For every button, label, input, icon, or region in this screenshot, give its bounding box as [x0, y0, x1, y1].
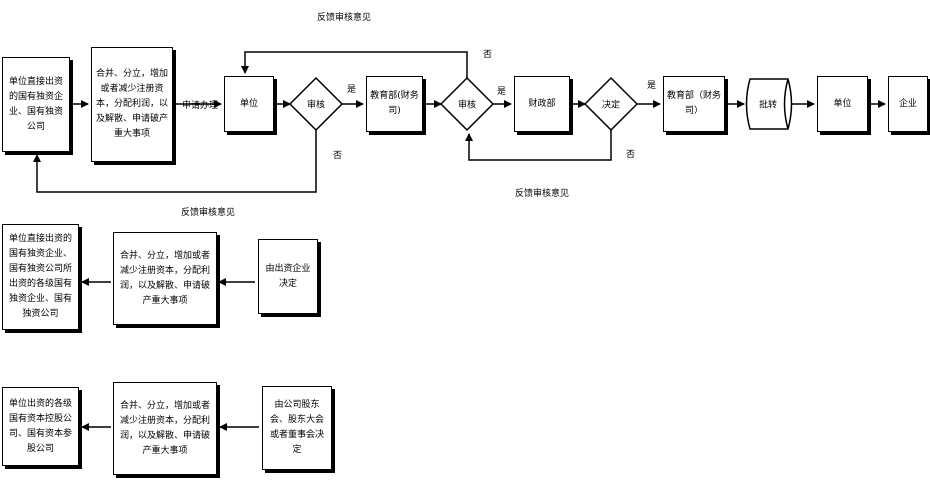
unit2-box: 单位 [817, 76, 868, 132]
feedback-left-label: 反馈审核意见 [181, 208, 236, 218]
moe1-box: 教育部(财务司) [366, 76, 423, 132]
row1-source-box: 单位直接出资的国有独资企业、国有独资公司 [2, 57, 70, 152]
enterprise-box: 企业 [888, 76, 928, 132]
feedback-top-loop [241, 51, 468, 78]
row2-source-box: 单位直接出资的国有独资企业、国有独资公司所出资的各级国有独资企业、国有独资公司 [2, 224, 79, 330]
approval-label: 批转 [758, 100, 778, 111]
moe2-box: 教育部（财务司） [663, 76, 725, 132]
row2-decision-box: 由出资企业决定 [258, 239, 318, 314]
yes3-label: 是 [647, 81, 657, 91]
row1-matters-box: 合并、分立，增加或者减少注册资本，分配利润，以及解散、申请破产重大事项 [91, 47, 173, 162]
apply-label: 申请办理 [182, 101, 219, 111]
yes2-label: 是 [497, 87, 507, 97]
no2-label: 否 [483, 50, 493, 60]
feedback-left-loop [33, 130, 317, 193]
finance-box: 财政部 [514, 76, 570, 132]
feedback-top-label: 反馈审核意见 [317, 13, 372, 23]
unit-box: 单位 [224, 76, 274, 132]
feedback-mid-label: 反馈审核意见 [515, 189, 570, 199]
review2-diamond [439, 76, 495, 132]
row3-decision-box: 由公司股东会、股东大会或者董事会决定 [262, 386, 332, 470]
yes1-label: 是 [347, 85, 357, 95]
no1-label: 否 [333, 151, 343, 161]
row3-matters-box: 合并、分立，增加或者减少注册资本，分配利润，以及解散、申请破产重大事项 [113, 382, 217, 475]
review1-label: 审核 [306, 100, 326, 111]
row2-matters-box: 合并、分立，增加或者减少注册资本，分配利润，以及解散、申请破产重大事项 [113, 232, 217, 325]
decide-diamond [583, 76, 639, 132]
feedback-mid-loop [465, 130, 612, 161]
decide-label: 决定 [601, 100, 621, 111]
review2-label: 审核 [457, 100, 477, 111]
review1-diamond [288, 76, 344, 132]
row3-source-box: 单位出资的各级国有资本控股公司、国有资本参股公司 [2, 387, 79, 466]
no3-label: 否 [626, 150, 636, 160]
